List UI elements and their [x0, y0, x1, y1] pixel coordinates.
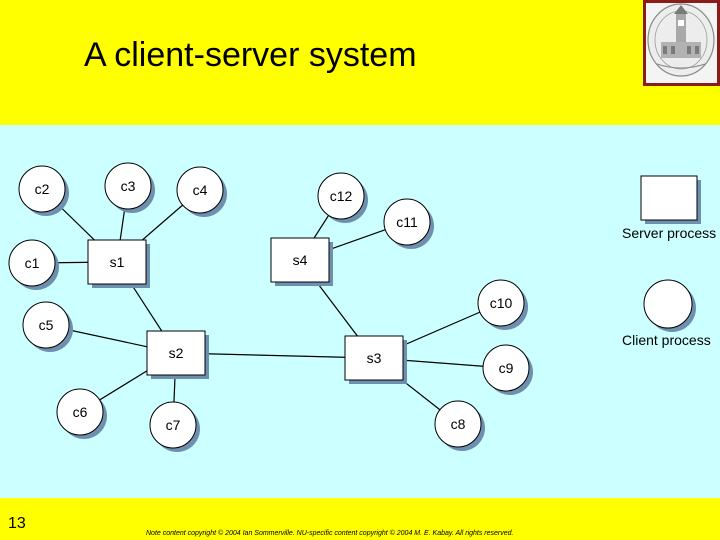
client-node-c9: c9: [482, 344, 533, 395]
client-node-c1: c1: [8, 239, 59, 290]
client-label: c10: [490, 295, 513, 311]
copyright-footer: Note content copyright © 2004 Ian Sommer…: [146, 530, 514, 537]
slide-title: A client-server system: [84, 36, 417, 74]
server-label: s1: [110, 254, 125, 270]
client-label: c1: [25, 255, 40, 271]
client-label: c12: [330, 188, 353, 204]
server-node-s3: s3: [344, 335, 407, 384]
client-label: c6: [73, 404, 88, 420]
server-label: s3: [367, 350, 382, 366]
client-label: c4: [193, 182, 208, 198]
client-node-c11: c11: [383, 198, 434, 249]
client-label: c2: [35, 181, 50, 197]
university-seal-logo: [643, 0, 720, 86]
slide-number: 13: [8, 515, 26, 532]
legend-client: Client process: [622, 279, 711, 348]
client-label: c3: [121, 178, 136, 194]
server-node-s4: s4: [270, 237, 333, 286]
client-node-c4: c4: [176, 166, 227, 217]
client-node-c5: c5: [22, 301, 73, 352]
legend-server: Server process: [622, 175, 716, 241]
client-label: c5: [39, 317, 54, 333]
server-label: s2: [169, 345, 184, 361]
client-node-c12: c12: [317, 172, 368, 223]
client-node-c6: c6: [56, 388, 107, 439]
server-label: s4: [293, 252, 308, 268]
server-node-s1: s1: [87, 239, 150, 288]
server-node-s2: s2: [146, 330, 209, 379]
legend-server-label: Server process: [622, 225, 716, 241]
client-node-c7: c7: [149, 401, 200, 452]
client-node-c8: c8: [434, 400, 485, 451]
client-label: c11: [396, 214, 418, 230]
client-node-c3: c3: [104, 162, 155, 213]
client-label: c7: [166, 417, 181, 433]
client-server-diagram: s1 s2 s3 s4 c1 c2 c3 c4 c5 c6 c7 c8 c9 c10 c11 c12Serve…: [8, 162, 716, 452]
client-node-c2: c2: [18, 165, 69, 216]
legend-client-label: Client process: [622, 332, 711, 348]
client-node-c10: c10: [477, 279, 528, 330]
client-label: c8: [451, 416, 466, 432]
client-label: c9: [499, 360, 514, 376]
